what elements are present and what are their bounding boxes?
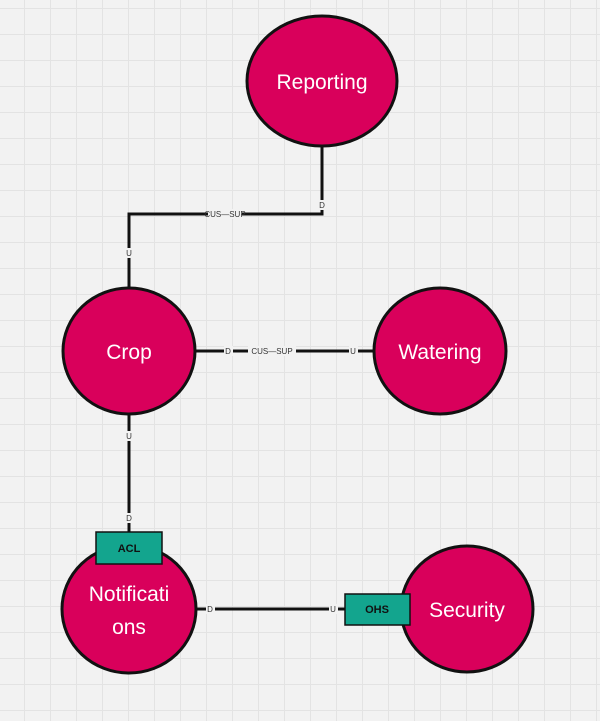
node-reporting[interactable]: Reporting	[245, 14, 399, 148]
upstream-marker: U	[126, 432, 132, 441]
node-label-line-1: Notificati	[89, 583, 170, 606]
ohs-tag[interactable]: OHS	[344, 593, 411, 626]
acl-tag[interactable]: ACL	[95, 531, 163, 565]
node-label: Watering	[398, 341, 481, 364]
downstream-marker: D	[207, 605, 213, 614]
upstream-marker: U	[350, 347, 356, 356]
relationship-label: CUS—SUP	[251, 347, 292, 356]
edge-crop-watering: D CUS—SUP U	[194, 346, 374, 356]
node-label: Crop	[106, 341, 152, 364]
ohs-tag-label: OHS	[365, 604, 389, 616]
node-label-line-2: ons	[112, 616, 146, 639]
edge-reporting-crop: CUS—SUP D U	[125, 146, 326, 288]
node-label: Reporting	[276, 71, 367, 94]
edge-crop-notifications: U D	[125, 414, 133, 548]
downstream-marker: D	[126, 514, 132, 523]
relationship-label: CUS—SUP	[204, 210, 245, 219]
downstream-marker: D	[319, 201, 325, 210]
node-label: Security	[429, 599, 505, 622]
node-crop[interactable]: Crop	[61, 286, 197, 416]
downstream-marker: D	[225, 347, 231, 356]
upstream-marker: U	[126, 249, 132, 258]
upstream-marker: U	[330, 605, 336, 614]
node-watering[interactable]: Watering	[372, 286, 508, 416]
acl-tag-label: ACL	[118, 543, 141, 555]
node-notifications[interactable]: Notificati ons	[60, 543, 198, 675]
edge-notifications-security: D U	[196, 604, 346, 614]
node-security[interactable]: Security	[399, 544, 535, 674]
